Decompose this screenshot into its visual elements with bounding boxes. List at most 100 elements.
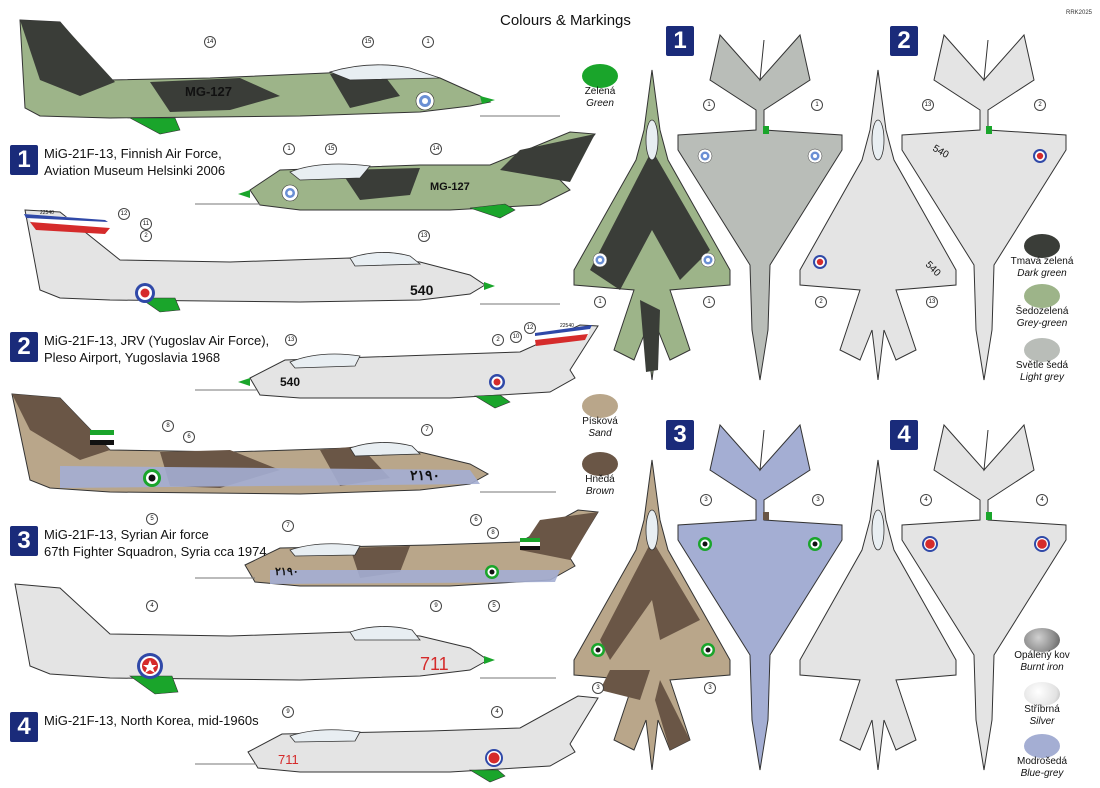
swatch-brown-cz: Hnědá (585, 474, 615, 485)
swatch-sand (582, 394, 618, 418)
swatch-sand-en: Sand (588, 428, 612, 439)
swatch-light-grey (1024, 338, 1060, 362)
swatch-dark-green-label: Tmavá zelená Dark green (997, 256, 1087, 280)
page-title: Colours & Markings (500, 12, 631, 29)
scheme-2-line2: Pleso Airport, Yugoslavia 1968 (44, 350, 221, 365)
swatch-silver (1024, 682, 1060, 706)
scheme-3-caption: MiG-21F-13, Syrian Air force 67th Fighte… (44, 526, 267, 560)
swatch-burnt-iron-cz: Opálený kov (1014, 650, 1070, 661)
callout-4b: 4 (491, 706, 503, 718)
callout-8b: 8 (487, 527, 499, 539)
plan-1-top (573, 69, 731, 381)
swatch-blue-grey-en: Blue-grey (1020, 768, 1064, 779)
swatch-grey-green-label: Šedozelená Grey-green (997, 306, 1087, 330)
swatch-green-en: Green (586, 98, 614, 109)
callout-15: 15 (362, 36, 374, 48)
profile-1-large: MG-127 (19, 19, 560, 135)
plan-3-top (573, 459, 731, 771)
plan-callout-3c: 3 (592, 682, 604, 694)
sheet-code: RRK2025 (1065, 10, 1092, 16)
plan-callout-1c: 1 (594, 296, 606, 308)
scheme-2-caption: MiG-21F-13, JRV (Yugoslav Air Force), Pl… (44, 332, 269, 366)
scheme-4-line1: MiG-21F-13, North Korea, mid-1960s (44, 713, 259, 728)
callout-10: 10 (510, 331, 522, 343)
swatch-silver-en: Silver (1029, 716, 1055, 727)
swatch-brown-en: Brown (585, 486, 615, 497)
plan-callout-3a: 3 (700, 494, 712, 506)
callout-12b: 12 (524, 322, 536, 334)
callout-2: 2 (140, 230, 152, 242)
swatch-brown (582, 452, 618, 476)
plan-4-top (799, 459, 957, 771)
tail-serial-2-large: 22540 (40, 210, 54, 216)
scheme-4-caption: MiG-21F-13, North Korea, mid-1960s (44, 712, 259, 729)
plan-1-under (677, 33, 843, 381)
scheme-2-badge: 2 (10, 332, 38, 362)
callout-5: 5 (146, 513, 158, 525)
swatch-burnt-iron (1024, 628, 1060, 652)
serial-540-small: 540 (280, 375, 300, 389)
swatch-silver-cz: Stříbrná (1024, 704, 1060, 715)
callout-13: 13 (418, 230, 430, 242)
side-profiles: MG-127 MG-127 22540 540 22540 (11, 19, 599, 783)
plan-1-badge: 1 (666, 26, 694, 56)
plan-callout-13a: 13 (922, 99, 934, 111)
scheme-1-line1: MiG-21F-13, Finnish Air Force, (44, 146, 222, 161)
profile-2-large: 22540 540 (24, 209, 560, 313)
plan-2-badge: 2 (890, 26, 918, 56)
serial-540-large: 540 (410, 282, 434, 298)
swatch-green-label: Zelená Green (555, 86, 645, 110)
scheme-2-line1: MiG-21F-13, JRV (Yugoslav Air Force), (44, 333, 270, 348)
swatch-light-grey-en: Light grey (1020, 372, 1064, 383)
swatch-burnt-iron-en: Burnt iron (1020, 662, 1064, 673)
plan-callout-1d: 1 (703, 296, 715, 308)
swatch-dark-green-cz: Tmavá zelená (1010, 256, 1074, 267)
serial-syria-small: ٢١٩٠ (275, 566, 299, 578)
tail-serial-2-small: 22540 (560, 323, 574, 329)
plan-callout-3b: 3 (812, 494, 824, 506)
swatch-sand-label: Písková Sand (555, 416, 645, 440)
scheme-4-badge: 4 (10, 712, 38, 742)
plan-callout-2b: 2 (815, 296, 827, 308)
serial-mg127-large: MG-127 (185, 84, 232, 99)
plan-2-under: 540 (901, 33, 1067, 381)
callout-8: 8 (162, 420, 174, 432)
swatch-dark-green-en: Dark green (1017, 268, 1067, 279)
serial-711-large: 711 (420, 654, 449, 674)
plan-4-under (901, 423, 1067, 771)
callout-9b: 9 (282, 706, 294, 718)
swatch-green-cz: Zelená (584, 86, 616, 97)
swatch-sand-cz: Písková (582, 416, 618, 427)
callout-14: 14 (204, 36, 216, 48)
callout-12: 12 (118, 208, 130, 220)
plan-callout-1b: 1 (811, 99, 823, 111)
callout-14b: 14 (430, 143, 442, 155)
plan-callout-2a: 2 (1034, 99, 1046, 111)
profile-4-large: 711 (14, 583, 556, 695)
swatch-brown-label: Hnědá Brown (555, 474, 645, 498)
plan-callout-13b: 13 (926, 296, 938, 308)
scheme-1-caption: MiG-21F-13, Finnish Air Force, Aviation … (44, 145, 225, 179)
scheme-3-badge: 3 (10, 526, 38, 556)
callout-1: 1 (422, 36, 434, 48)
swatch-blue-grey-cz: Modrošedá (1016, 756, 1068, 767)
serial-711-small: 711 (278, 752, 299, 767)
callout-7: 7 (421, 424, 433, 436)
profile-3-large: ٢١٩٠ (11, 393, 556, 495)
profile-2-small: 22540 540 (195, 323, 599, 409)
plan-callout-1a: 1 (703, 99, 715, 111)
callout-4: 4 (146, 600, 158, 612)
swatch-light-grey-cz: Světle šedá (1015, 360, 1069, 371)
serial-syria-large: ٢١٩٠ (410, 467, 440, 483)
callout-15b: 15 (325, 143, 337, 155)
plan-callout-4b: 4 (1036, 494, 1048, 506)
profile-1-small: MG-127 (195, 131, 596, 219)
callout-2b: 2 (492, 334, 504, 346)
swatch-grey-green (1024, 284, 1060, 308)
swatch-dark-green (1024, 234, 1060, 258)
swatch-burnt-iron-label: Opálený kov Burnt iron (997, 650, 1087, 674)
swatch-blue-grey (1024, 734, 1060, 758)
swatch-light-grey-label: Světle šedá Light grey (997, 360, 1087, 384)
plan-callout-3d: 3 (704, 682, 716, 694)
profile-3-small: ٢١٩٠ (195, 509, 599, 587)
